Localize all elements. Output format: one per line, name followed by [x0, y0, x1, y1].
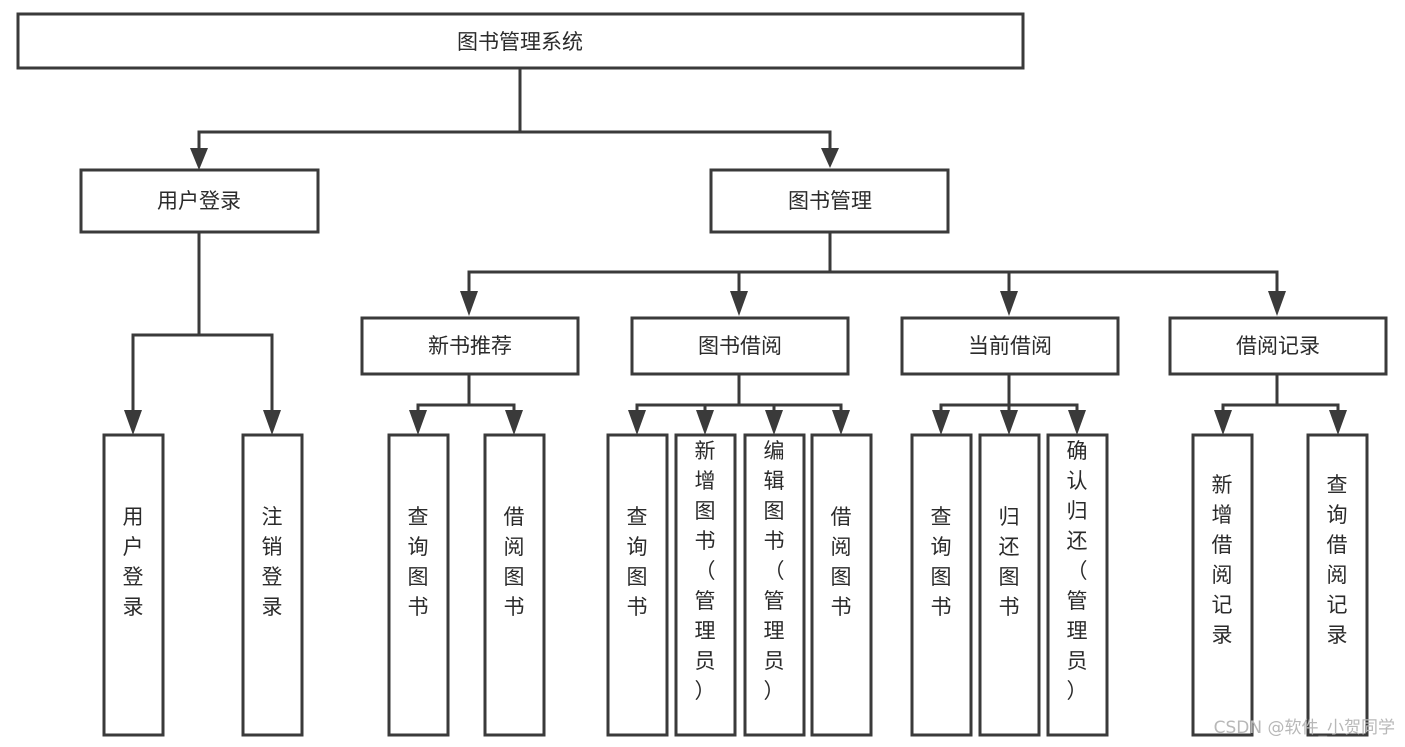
node-leaf-borrow-book-1-label: 借阅图书	[504, 505, 525, 619]
arrowhead-leaf-return-book	[1000, 410, 1018, 435]
node-current-borrow-box[interactable]	[900, 316, 1120, 376]
node-book-manage[interactable]: 图书管理	[709, 168, 950, 234]
node-leaf-query-record-label: 查询借阅记录	[1327, 473, 1348, 647]
node-leaf-add-record-label: 新增借阅记录	[1212, 473, 1233, 647]
node-borrow-record-box[interactable]	[1168, 316, 1388, 376]
node-leaf-return-book-box[interactable]	[978, 433, 1041, 737]
node-leaf-add-record-box[interactable]	[1191, 433, 1254, 737]
arrowhead-leaf-confirm-return	[1068, 410, 1086, 435]
node-book-manage-label: 图书管理	[788, 189, 872, 213]
arrowhead-leaf-query-book-1	[409, 410, 427, 435]
arrowhead-leaf-add-book	[696, 410, 714, 435]
node-leaf-return-book[interactable]: 归还图书	[978, 433, 1041, 737]
node-current-borrow[interactable]: 当前借阅	[900, 316, 1120, 376]
node-book-borrow-box[interactable]	[630, 316, 850, 376]
node-leaf-borrow-book-2-box[interactable]	[810, 433, 873, 737]
arrowhead-borrow-record	[1268, 291, 1286, 316]
node-borrow-record-label: 借阅记录	[1236, 334, 1320, 358]
node-leaf-edit-book-box[interactable]	[743, 433, 806, 737]
node-new-book-recommend-label: 新书推荐	[428, 334, 512, 358]
arrowhead-new-book-recommend	[460, 291, 478, 316]
arrowhead-leaf-query-book-3	[932, 410, 950, 435]
arrowhead-leaf-logout-login	[263, 410, 281, 435]
node-leaf-user-login[interactable]: 用户登录	[102, 433, 165, 737]
node-leaf-confirm-return-box[interactable]	[1046, 433, 1109, 737]
node-root-label: 图书管理系统	[457, 30, 583, 54]
node-leaf-logout-login[interactable]: 注销登录	[241, 433, 304, 737]
watermark-label: CSDN @软件_小贺同学	[1214, 718, 1395, 738]
node-leaf-add-book-box[interactable]	[674, 433, 737, 737]
node-leaf-query-book-1[interactable]: 查询图书	[387, 433, 450, 737]
node-leaf-user-login-label: 用户登录	[123, 505, 144, 619]
node-leaf-borrow-book-2-label: 借阅图书	[831, 505, 852, 619]
node-leaf-borrow-book-1-box[interactable]	[483, 433, 546, 737]
node-leaf-user-login-box[interactable]	[102, 433, 165, 737]
arrowhead-leaf-query-book-2	[628, 410, 646, 435]
node-root[interactable]: 图书管理系统	[16, 12, 1025, 70]
arrowhead-book-borrow	[730, 291, 748, 316]
arrowhead-leaf-borrow-book-1	[505, 410, 523, 435]
node-leaf-edit-book-label: 编辑图书（管理员）	[764, 439, 785, 703]
node-root-box[interactable]	[16, 12, 1025, 70]
node-leaf-query-book-3-label: 查询图书	[931, 505, 952, 619]
arrowhead-leaf-user-login	[124, 410, 142, 435]
node-leaf-edit-book[interactable]: 编辑图书（管理员）	[743, 433, 806, 737]
node-leaf-logout-login-box[interactable]	[241, 433, 304, 737]
arrowhead-leaf-borrow-book-2	[832, 410, 850, 435]
node-leaf-query-record[interactable]: 查询借阅记录	[1306, 433, 1369, 737]
node-leaf-borrow-book-1[interactable]: 借阅图书	[483, 433, 546, 737]
node-leaf-add-book[interactable]: 新增图书（管理员）	[674, 433, 737, 737]
node-user-login-label: 用户登录	[157, 189, 241, 213]
node-leaf-confirm-return[interactable]: 确认归还（管理员）	[1046, 433, 1109, 737]
node-leaf-query-record-box[interactable]	[1306, 433, 1369, 737]
node-borrow-record[interactable]: 借阅记录	[1168, 316, 1388, 376]
arrowhead-leaf-edit-book	[765, 410, 783, 435]
connector-layer	[124, 67, 1347, 435]
node-book-borrow-label: 图书借阅	[698, 334, 782, 358]
node-user-login-box[interactable]	[79, 168, 320, 234]
node-leaf-logout-login-label: 注销登录	[262, 505, 283, 619]
arrowhead-leaf-query-record	[1329, 410, 1347, 435]
node-book-borrow[interactable]: 图书借阅	[630, 316, 850, 376]
node-leaf-query-book-1-label: 查询图书	[408, 505, 429, 619]
node-new-book-recommend-box[interactable]	[360, 316, 580, 376]
node-leaf-query-book-3[interactable]: 查询图书	[910, 433, 973, 737]
node-leaf-query-book-3-box[interactable]	[910, 433, 973, 737]
node-leaf-confirm-return-label: 确认归还（管理员）	[1067, 439, 1088, 703]
node-leaf-query-book-2-box[interactable]	[606, 433, 669, 737]
arrowhead-leaf-add-record	[1214, 410, 1232, 435]
node-leaf-add-book-label: 新增图书（管理员）	[695, 439, 716, 703]
node-user-login[interactable]: 用户登录	[79, 168, 320, 234]
node-leaf-return-book-label: 归还图书	[999, 505, 1020, 619]
node-leaf-query-book-2-label: 查询图书	[627, 505, 648, 619]
arrowhead-book-manage	[821, 148, 839, 168]
node-leaf-add-record[interactable]: 新增借阅记录	[1191, 433, 1254, 737]
arrowhead-current-borrow	[1000, 291, 1018, 316]
node-leaf-borrow-book-2[interactable]: 借阅图书	[810, 433, 873, 737]
node-current-borrow-label: 当前借阅	[968, 334, 1052, 358]
node-leaf-query-book-2[interactable]: 查询图书	[606, 433, 669, 737]
node-new-book-recommend[interactable]: 新书推荐	[360, 316, 580, 376]
node-book-manage-box[interactable]	[709, 168, 950, 234]
arrowhead-user-login	[190, 148, 208, 170]
node-leaf-query-book-1-box[interactable]	[387, 433, 450, 737]
